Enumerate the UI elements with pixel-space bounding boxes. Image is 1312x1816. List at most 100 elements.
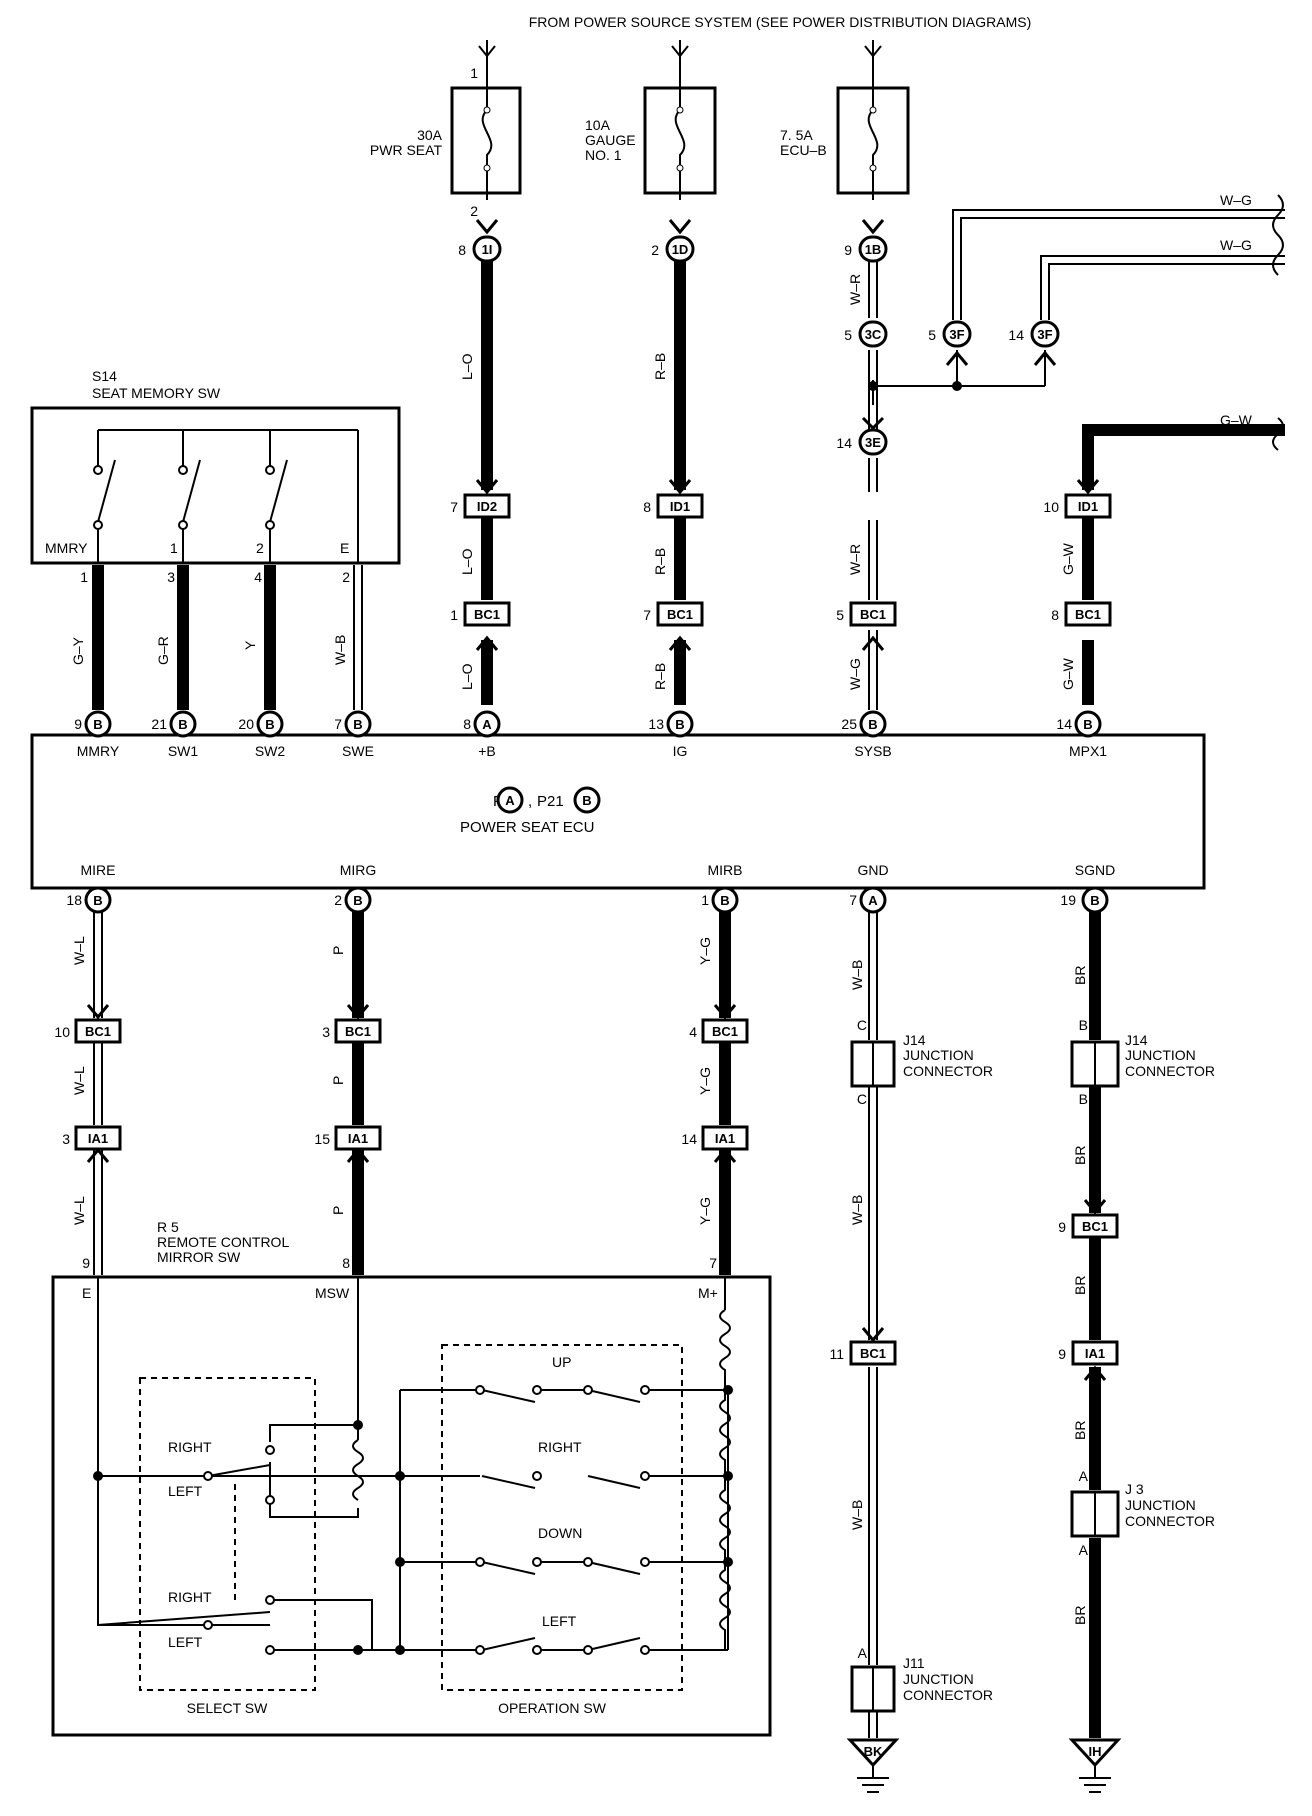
junction-j14-gnd: C C J14 JUNCTION CONNECTOR (850, 1017, 993, 1107)
svg-text:GND: GND (857, 862, 888, 878)
wire-label: W–L (71, 936, 87, 965)
wire-label: P (330, 946, 346, 955)
svg-text:14: 14 (681, 1131, 697, 1147)
svg-text:8: 8 (458, 242, 466, 258)
svg-text:1B: 1B (865, 242, 882, 257)
wire-label: G–Y (70, 636, 86, 665)
svg-text:LEFT: LEFT (168, 1483, 203, 1499)
wire-label: Y (242, 640, 258, 650)
source-header: FROM POWER SOURCE SYSTEM (SEE POWER DIST… (529, 14, 1031, 30)
svg-text:A: A (505, 793, 515, 808)
svg-text:E: E (82, 1285, 91, 1301)
source-arrows (478, 40, 882, 80)
svg-text:CONNECTOR: CONNECTOR (903, 1687, 993, 1703)
svg-text:B: B (1090, 893, 1099, 908)
svg-text:B: B (353, 893, 362, 908)
svg-text:CONNECTOR: CONNECTOR (1125, 1513, 1215, 1529)
svg-text:8: 8 (1051, 607, 1059, 623)
svg-text:JUNCTION: JUNCTION (1125, 1497, 1196, 1513)
connector-id2: ID2 7 (450, 493, 511, 519)
svg-text:POWER SEAT ECU: POWER SEAT ECU (460, 819, 594, 836)
svg-text:DOWN: DOWN (538, 1525, 582, 1541)
svg-text:MMRY: MMRY (45, 540, 88, 556)
ecu-terminal-gnd: GND A7 (849, 862, 889, 914)
svg-text:7: 7 (334, 716, 342, 732)
wire-gnd (868, 912, 878, 1738)
svg-text:14: 14 (1008, 327, 1024, 343)
svg-text:1: 1 (170, 540, 178, 556)
fuse-pin-bottom: 2 (470, 203, 478, 219)
select-switch-label: SELECT SW (187, 1700, 268, 1716)
svg-text:MSW: MSW (315, 1285, 350, 1301)
svg-text:9: 9 (74, 716, 82, 732)
svg-text:14: 14 (1056, 716, 1072, 732)
svg-text:BC1: BC1 (860, 607, 886, 622)
wire-label: Y–G (697, 1197, 713, 1225)
svg-text:25: 25 (841, 716, 857, 732)
svg-text:1D: 1D (672, 242, 689, 257)
connector-3e: 3E 14 (836, 428, 888, 456)
ground-bk: BK (846, 1738, 900, 1793)
ground-ih: IH (1068, 1738, 1122, 1793)
wire-label: W–B (332, 635, 348, 665)
wire-label: P (330, 1206, 346, 1215)
connector-bc1-8: BC1 8 (1051, 601, 1112, 627)
svg-text:BC1: BC1 (860, 1346, 886, 1361)
fuse-amp: 10A (585, 117, 611, 133)
remote-control-mirror-switch: R 5 REMOTE CONTROL MIRROR SW 9 8 7 E MSW… (51, 1219, 772, 1737)
svg-text:CONNECTOR: CONNECTOR (1125, 1063, 1215, 1079)
wire-label: W–R (847, 544, 863, 575)
svg-text:BC1: BC1 (474, 607, 500, 622)
svg-text:BC1: BC1 (1075, 607, 1101, 622)
svg-text:15: 15 (314, 1131, 330, 1147)
svg-text:3E: 3E (865, 435, 881, 450)
svg-text:4: 4 (254, 569, 262, 585)
svg-text:IA1: IA1 (715, 1131, 735, 1146)
ecu-terminal-plus-b: A8+B (463, 710, 501, 759)
svg-text:9: 9 (82, 1255, 90, 1271)
svg-text:7: 7 (849, 892, 857, 908)
svg-text:A: A (868, 893, 878, 908)
svg-text:BC1: BC1 (345, 1024, 371, 1039)
fuse-amp: 30A (417, 127, 443, 143)
svg-text:E: E (340, 540, 349, 556)
svg-text:7: 7 (709, 1255, 717, 1271)
connector-bc1-1: BC1 1 (450, 601, 511, 627)
connector-3f-b: 3F 14 (1008, 320, 1060, 348)
svg-text:MIRROR SW: MIRROR SW (157, 1249, 241, 1265)
wire-label: P (330, 1076, 346, 1085)
svg-text:IH: IH (1089, 1744, 1102, 1759)
svg-text:2: 2 (651, 242, 659, 258)
svg-text:ID2: ID2 (477, 499, 497, 514)
svg-text:SWE: SWE (342, 743, 374, 759)
svg-text:LEFT: LEFT (168, 1634, 203, 1650)
wire-label: BR (1072, 1606, 1088, 1625)
svg-text:7: 7 (643, 607, 651, 623)
wire-wg-branches (952, 194, 1285, 320)
svg-text:SEAT MEMORY SW: SEAT MEMORY SW (92, 385, 221, 401)
svg-text:IG: IG (673, 743, 688, 759)
connector-3c: 3C 5 (844, 320, 888, 348)
svg-text:SW1: SW1 (168, 743, 199, 759)
svg-text:B: B (1079, 1017, 1088, 1033)
svg-text:BC1: BC1 (667, 607, 693, 622)
svg-text:BC1: BC1 (85, 1024, 111, 1039)
fuse-pin-top: 1 (470, 65, 478, 81)
fuse-name: GAUGE (585, 132, 636, 148)
power-seat-ecu: P20 A , P21 B POWER SEAT ECU (30, 733, 1206, 890)
svg-text:A: A (1079, 1542, 1089, 1558)
svg-text:3F: 3F (949, 327, 964, 342)
svg-text:JUNCTION: JUNCTION (1125, 1047, 1196, 1063)
svg-text:A: A (482, 717, 492, 732)
